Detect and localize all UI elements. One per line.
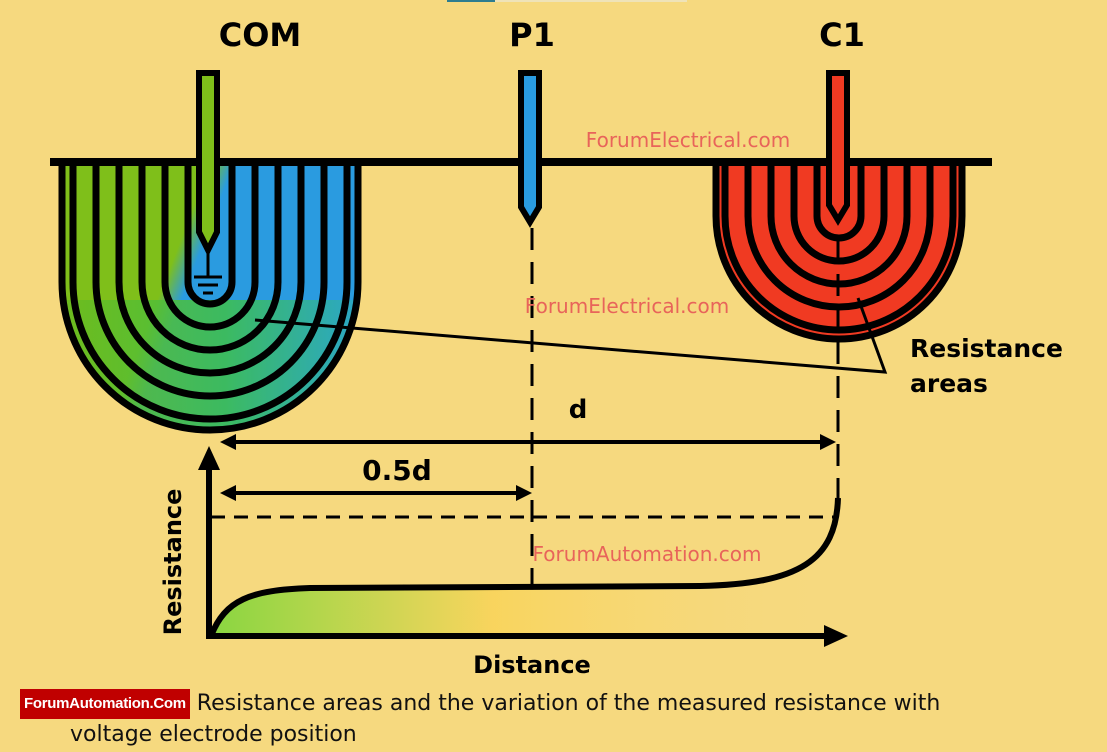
c1-electrode <box>826 70 850 226</box>
curve-fill-area <box>211 500 838 636</box>
resistance-areas-leader <box>254 297 888 374</box>
caption-line2: voltage electrode position <box>70 722 357 747</box>
com-ring <box>115 162 305 377</box>
com-ring <box>92 162 328 400</box>
resistance-areas-label-line2: areas <box>910 369 988 398</box>
distance-half-d-label: 0.5d <box>362 454 432 487</box>
x-axis-arrowhead <box>824 625 848 647</box>
com-ring <box>184 162 236 308</box>
distance-half-d-arrow <box>220 485 532 501</box>
p1-label: P1 <box>509 16 555 54</box>
y-axis-arrowhead <box>198 446 220 470</box>
ground-symbol-icon <box>194 250 222 295</box>
com-electrode <box>196 70 220 257</box>
figure-caption: ForumAutomation.Com Resistance areas and… <box>20 688 1100 750</box>
watermark-top: ForumElectrical.com <box>586 128 790 152</box>
watermark-graph: ForumAutomation.com <box>533 542 762 566</box>
x-axis-label: Distance <box>473 651 591 679</box>
com-area-outline <box>58 162 362 434</box>
c1-label: C1 <box>819 16 865 54</box>
top-progress-bar <box>447 0 687 2</box>
com-ring <box>69 162 351 423</box>
resistance-areas-label-line1: Resistance <box>910 334 1063 363</box>
com-label: COM <box>219 16 302 54</box>
resistance-curve <box>208 497 841 638</box>
resistance-graph: Distance Resistance <box>159 446 848 679</box>
com-ring <box>138 162 282 354</box>
c1-ring <box>813 162 865 242</box>
distance-d-label: d <box>569 395 588 425</box>
caption-badge[interactable]: ForumAutomation.Com <box>20 689 190 719</box>
c1-area-outline <box>712 162 966 343</box>
top-progress-fill <box>447 0 495 2</box>
c1-ring <box>744 162 934 311</box>
p1-electrode <box>518 70 542 228</box>
com-ring <box>161 162 259 331</box>
y-axis-label: Resistance <box>159 489 187 636</box>
caption-line1: Resistance areas and the variation of th… <box>196 691 941 716</box>
watermark-middle: ForumElectrical.com <box>525 294 729 318</box>
distance-d-arrow <box>220 434 836 450</box>
